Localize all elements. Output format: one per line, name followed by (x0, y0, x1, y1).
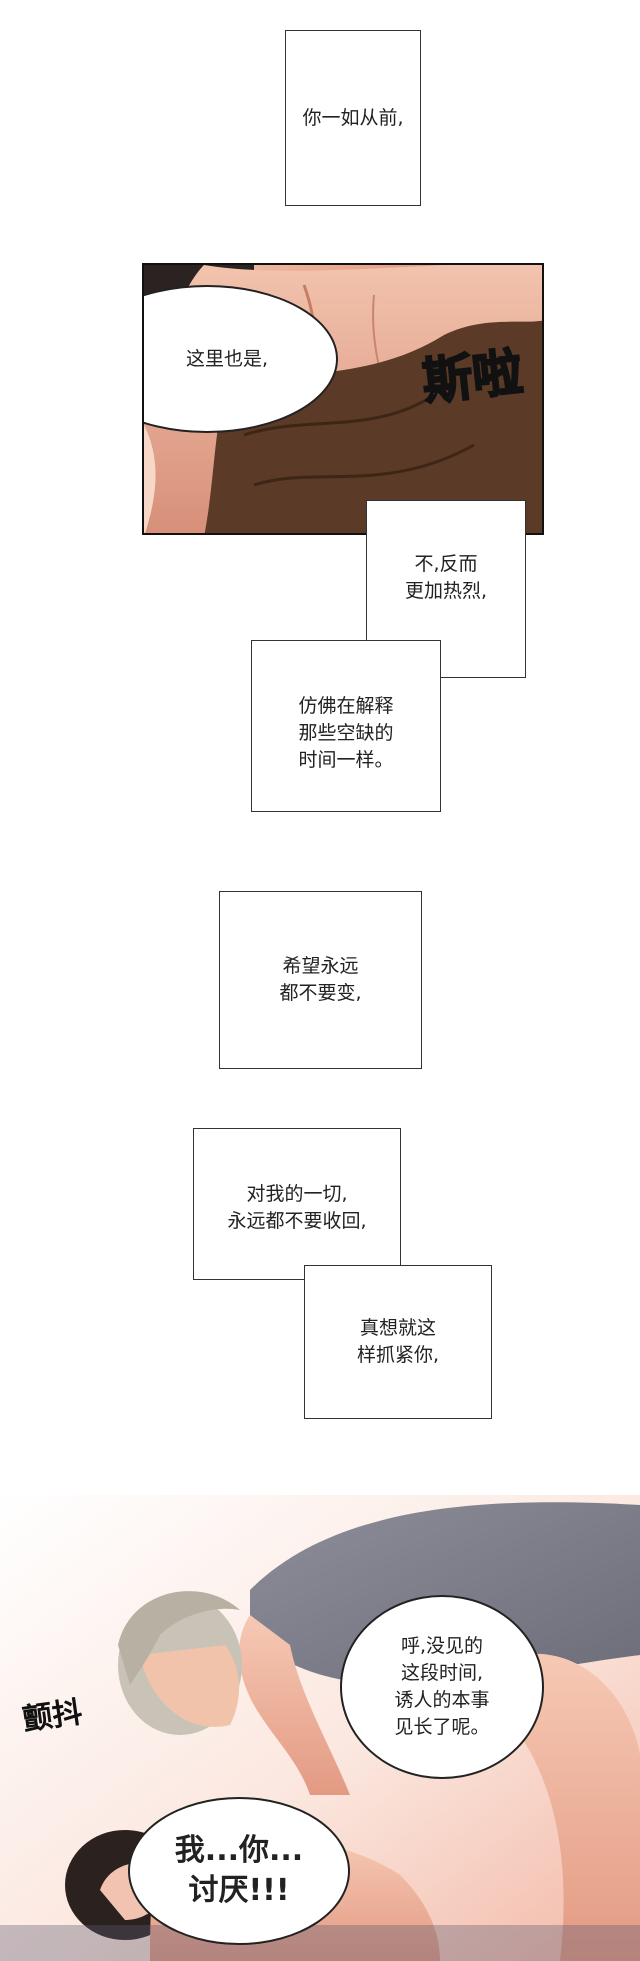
caption-text: 对我的一切, 永远都不要收回, (227, 1183, 367, 1232)
caption-text: 希望永远 都不要变, (279, 955, 362, 1004)
caption-text: 不,反而 更加热烈, (404, 553, 488, 602)
caption-box: 真想就这 样抓紧你, (304, 1265, 492, 1419)
sound-effect-label: 颤抖 (20, 1694, 85, 1738)
caption-text: 真想就这 样抓紧你, (356, 1317, 440, 1366)
speech-bubble: 呼,没见的 这段时间, 诱人的本事 见长了呢。 (340, 1595, 544, 1779)
speech-bubble-text: 这里也是, (185, 347, 269, 370)
caption-box: 对我的一切, 永远都不要收回, (193, 1128, 401, 1280)
caption-box: 仿佛在解释 那些空缺的 时间一样。 (251, 640, 441, 812)
caption-text: 你一如从前, (302, 106, 404, 129)
caption-text: 仿佛在解释 那些空缺的 时间一样。 (298, 694, 394, 771)
caption-box: 你一如从前, (285, 30, 421, 206)
speech-bubble-shout: 我...你... 讨厌!!! (128, 1797, 350, 1945)
sound-effect-label: 斯啦 (419, 342, 527, 412)
comic-panel-2: 呼,没见的 这段时间, 诱人的本事 见长了呢。 我...你... 讨厌!!! 颤… (0, 1495, 640, 1961)
sound-effect-text: 斯啦 (419, 332, 527, 414)
caption-box: 希望永远 都不要变, (219, 891, 422, 1069)
sound-effect-text: 颤抖 (19, 1687, 85, 1739)
speech-bubble-text: 呼,没见的 这段时间, 诱人的本事 见长了呢。 (394, 1635, 490, 1738)
comic-panel-1: 这里也是, 斯啦 (142, 263, 544, 535)
speech-bubble-text: 我...你... 讨厌!!! (174, 1833, 304, 1908)
